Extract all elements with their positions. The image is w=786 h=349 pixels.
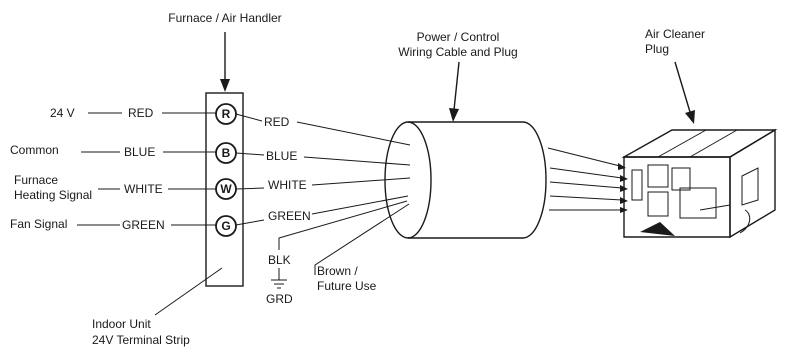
furnace-air-handler-label: Furnace / Air Handler	[168, 11, 281, 25]
wire-blue-in-label: BLUE	[124, 145, 155, 159]
indoor-unit-pointer	[154, 267, 223, 316]
terminal-b-letter: B	[222, 146, 231, 160]
wire-red-in-label: RED	[128, 106, 154, 120]
terminal-g: G	[215, 215, 237, 237]
terminal-g-letter: G	[221, 219, 230, 233]
label-24v: 24 V	[50, 106, 75, 120]
label-furnace-line2: Heating Signal	[14, 188, 92, 202]
cable-label-line2: Wiring Cable and Plug	[398, 45, 517, 59]
cable-to-plug-wires	[547, 147, 628, 213]
label-fan-signal: Fan Signal	[10, 217, 67, 231]
indoor-unit-label-line1: Indoor Unit	[92, 317, 151, 331]
wire-blk	[278, 200, 408, 250]
ground-label: GRD	[266, 292, 293, 306]
wire-white-out-stub	[235, 187, 265, 190]
wire-green-out-label: GREEN	[268, 209, 311, 223]
terminal-b: B	[215, 142, 237, 164]
wire-white-in-label: WHITE	[124, 182, 163, 196]
air-cleaner-label-line1: Air Cleaner	[645, 27, 705, 41]
plug-pointer-arrow	[674, 61, 695, 124]
air-cleaner-label-line2: Plug	[645, 42, 669, 56]
brown-label-line2: Future Use	[317, 279, 377, 293]
wire-red-out-stub	[235, 113, 263, 122]
brown-label-line1: Brown /	[317, 264, 358, 278]
terminal-r-letter: R	[222, 107, 231, 121]
terminal-w-letter: W	[220, 182, 232, 196]
wire-white-out-label: WHITE	[268, 178, 307, 192]
terminal-w: W	[215, 178, 237, 200]
wire-blk-label: BLK	[268, 253, 291, 267]
indoor-unit-label-line2: 24V Terminal Strip	[92, 333, 190, 347]
wire-brown	[314, 203, 410, 275]
terminal-r: R	[215, 103, 237, 125]
cable-label-line1: Power / Control	[417, 30, 500, 44]
wire-blue-out	[303, 156, 411, 166]
wire-blue-out-stub	[235, 152, 265, 156]
wire-green-out	[311, 195, 409, 215]
wire-red-out-label: RED	[264, 115, 290, 129]
power-control-cable	[384, 121, 547, 239]
label-furnace-line1: Furnace	[14, 173, 58, 187]
wire-green-in-label: GREEN	[122, 218, 165, 232]
furnace-pointer-arrow	[220, 32, 230, 92]
cable-pointer-arrow	[449, 61, 460, 122]
wire-green-out-stub	[235, 219, 265, 226]
label-common: Common	[10, 143, 59, 157]
wire-red-out	[296, 121, 411, 146]
wire-blue-out-label: BLUE	[266, 149, 297, 163]
ground-icon	[271, 268, 287, 289]
air-cleaner-plug	[621, 128, 778, 239]
wire-white-out	[311, 177, 411, 186]
